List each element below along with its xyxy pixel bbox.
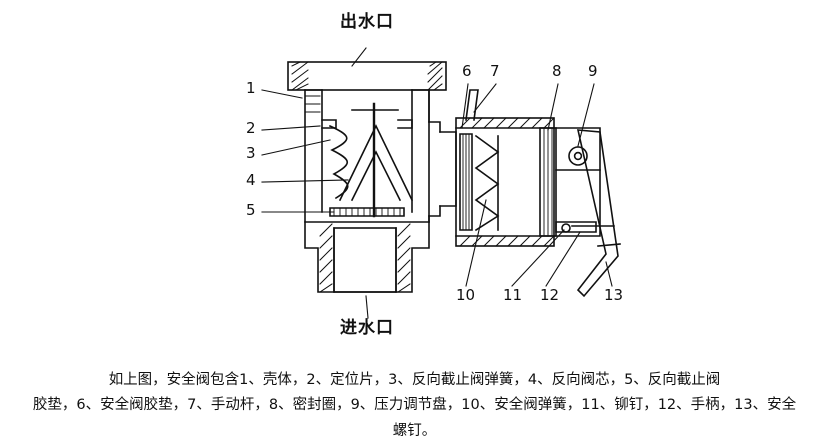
inlet-bore-walls xyxy=(333,227,397,293)
leader-lines xyxy=(261,47,613,319)
leader-11 xyxy=(511,229,565,287)
upper-barrel-outline xyxy=(304,89,430,223)
safety-pad-hatch xyxy=(462,133,470,231)
passage-bottom-left xyxy=(428,205,441,217)
leader-12 xyxy=(545,231,581,287)
adjust-disc-hub-center xyxy=(573,151,583,161)
callout-1: 1 xyxy=(246,79,256,97)
adjust-disc-hub xyxy=(568,146,588,166)
figure-caption: 如上图，安全阀包含1、壳体，2、定位片，3、反向截止阀弹簧，4、反向阀芯，5、反… xyxy=(0,368,829,444)
callout-10: 10 xyxy=(456,286,476,304)
reverse-stop-rubber-pad xyxy=(329,207,405,217)
leader-10 xyxy=(465,199,487,287)
safety-screw-arm xyxy=(576,129,619,298)
handle-bar xyxy=(555,221,597,233)
safety-housing-hatch-top xyxy=(459,117,555,129)
hatching-top-right xyxy=(427,61,443,91)
leader-7 xyxy=(473,83,497,113)
hatching-lower-right xyxy=(397,223,411,293)
seal-ring-hatch xyxy=(543,127,553,237)
outlet-label: 出水口 xyxy=(340,12,394,32)
caption-line-2: 胶垫，6、安全阀胶垫，7、手动杆，8、密封圈，9、压力调节盘，10、安全阀弹簧，… xyxy=(32,397,797,439)
hatching-top-left xyxy=(291,61,309,91)
leader-inlet xyxy=(365,295,369,319)
caption-line-1: 如上图，安全阀包含1、壳体，2、定位片，3、反向截止阀弹簧，4、反向阀芯，5、反… xyxy=(108,372,721,388)
locating-plate-left xyxy=(321,119,337,129)
locating-plate-right xyxy=(397,119,413,129)
diagram-svg xyxy=(261,47,621,319)
callout-12: 12 xyxy=(540,286,560,304)
reverse-valve-core-cone xyxy=(338,124,414,202)
leader-1 xyxy=(261,89,303,99)
leader-9 xyxy=(577,83,595,147)
callout-5: 5 xyxy=(246,201,256,219)
safety-valve-housing xyxy=(455,117,555,247)
passage-throat xyxy=(439,131,457,207)
callout-13: 13 xyxy=(604,286,624,304)
inlet-label: 进水口 xyxy=(340,318,394,338)
leader-8 xyxy=(547,83,559,131)
reverse-stop-spring xyxy=(328,124,349,200)
callout-2: 2 xyxy=(246,119,256,137)
top-flange xyxy=(287,61,447,91)
figure-page: 出水口 进水口 1 2 3 4 5 6 7 8 9 10 11 12 13 如上… xyxy=(33,12,796,439)
hatching-lower-left xyxy=(319,223,333,293)
callout-6: 6 xyxy=(462,62,472,80)
callout-4: 4 xyxy=(246,171,256,189)
manual-lever-rod xyxy=(465,89,479,121)
inlet-bore xyxy=(333,227,397,293)
leader-13 xyxy=(605,261,613,287)
safety-valve-spring xyxy=(474,134,500,232)
passage-top-left xyxy=(428,121,441,133)
callout-9: 9 xyxy=(588,62,598,80)
callout-8: 8 xyxy=(552,62,562,80)
hatching-wall-left xyxy=(305,95,321,113)
reverse-valve-core-inner xyxy=(350,150,402,202)
rubber-pad-hatch xyxy=(333,207,401,217)
callout-11: 11 xyxy=(503,286,523,304)
leader-6 xyxy=(461,83,469,129)
safety-valve-rubber-pad xyxy=(459,133,473,231)
leader-4 xyxy=(261,179,349,183)
leader-3 xyxy=(261,139,331,156)
callout-7: 7 xyxy=(490,62,500,80)
safety-screw-notch xyxy=(597,243,621,247)
valve-cross-section-diagram: 出水口 进水口 1 2 3 4 5 6 7 8 9 10 11 12 13 xyxy=(246,12,624,338)
callout-3: 3 xyxy=(246,144,256,162)
safety-housing-hatch-bottom xyxy=(459,235,555,247)
leader-outlet xyxy=(351,47,367,67)
leader-2 xyxy=(261,125,321,131)
